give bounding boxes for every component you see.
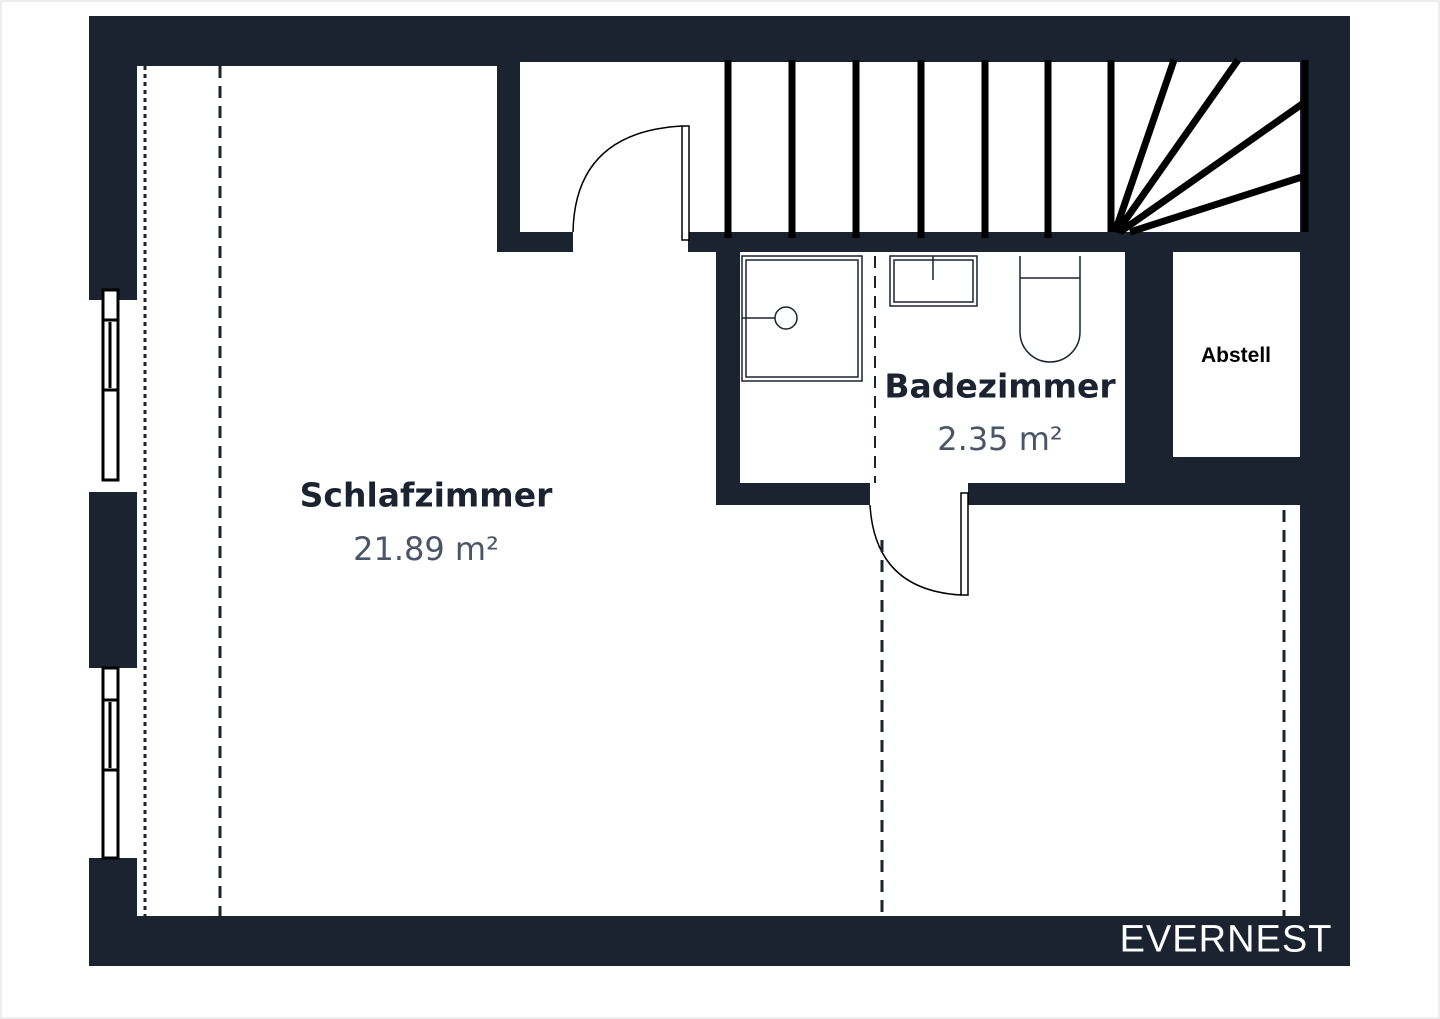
stairs — [724, 57, 1309, 238]
room-area-badezimmer: 2.35 m² — [937, 420, 1063, 458]
room-name-schlafzimmer: Schlafzimmer — [299, 475, 553, 515]
doors — [572, 125, 969, 596]
room-name-badezimmer: Badezimmer — [884, 366, 1116, 406]
windows — [101, 288, 120, 860]
slope-lines — [143, 66, 1286, 916]
bathroom-fixtures — [741, 255, 1081, 382]
walls — [89, 16, 1350, 966]
room-area-schlafzimmer: 21.89 m² — [353, 530, 499, 568]
room-name-abstell: Abstell — [1200, 344, 1272, 367]
brand-logo-text: EVERNEST — [1119, 918, 1333, 961]
